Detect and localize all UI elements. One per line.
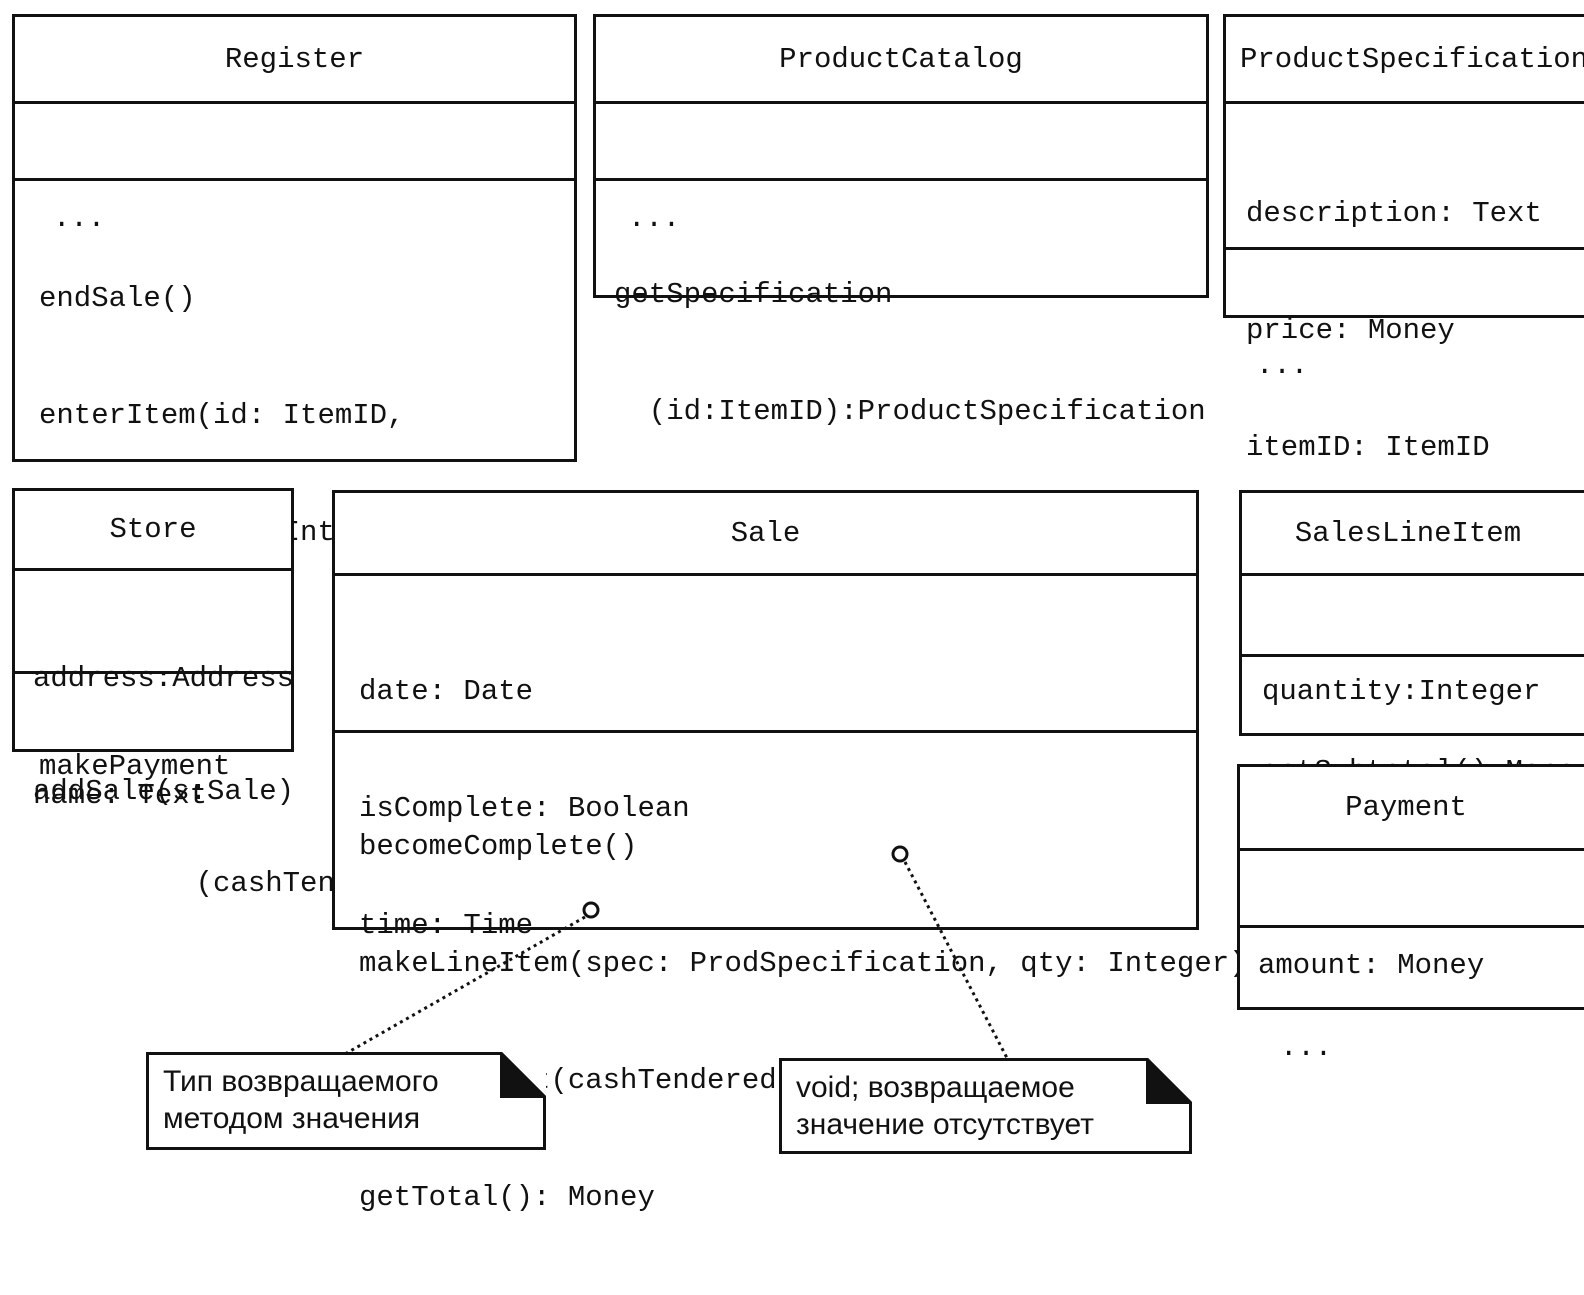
note-line: void; возвращаемое [796, 1071, 1075, 1104]
attribute: time: Time [359, 909, 534, 942]
operation-section: ... [1240, 928, 1584, 1145]
operation: enterItem(id: ItemID, [39, 399, 405, 432]
attribute: price: Money [1246, 314, 1455, 347]
attribute: isComplete: Boolean [359, 792, 690, 825]
attribute: address:Address [33, 662, 295, 695]
operation: getTotal(): Money [359, 1181, 655, 1214]
attribute: description: Text [1246, 197, 1542, 230]
class-store: Store address:Address name: Text addSale… [12, 488, 294, 812]
operation: ... [1256, 349, 1309, 382]
operation-section: addSale(s:Sale) [15, 674, 295, 889]
anchor-circle-void [891, 845, 909, 863]
attribute: name: Text [33, 779, 208, 812]
note-line: методом значения [163, 1102, 421, 1135]
attribute-section: description: Text price: Money itemID: I… [1226, 104, 1584, 464]
operation: ... [1280, 1031, 1333, 1064]
note-return-type: Тип возвращаемого методом значения [146, 1052, 546, 1150]
operation: endSale() [39, 282, 196, 315]
note-connectors [344, 845, 1009, 1059]
operation-section: ... [1226, 250, 1584, 463]
operation: getSpecification [614, 278, 893, 311]
attribute-section: quantity:Integer [1242, 576, 1584, 708]
attribute-section: ... [15, 104, 574, 235]
connector-void [903, 861, 1009, 1059]
note-void: void; возвращаемое значение отсутствует [779, 1058, 1192, 1154]
class-name: SalesLineItem [1242, 493, 1584, 576]
class-name: Store [15, 491, 291, 571]
class-name: ProductCatalog [596, 17, 1206, 104]
attribute-section: address:Address name: Text [15, 571, 294, 812]
class-name: Register [15, 17, 574, 104]
class-name: Payment [1240, 767, 1584, 851]
attribute-section: amount: Money [1240, 851, 1584, 982]
class-name: ProductSpecification [1226, 17, 1584, 104]
attribute: amount: Money [1258, 949, 1485, 982]
class-product-specification: ProductSpecification description: Text p… [1223, 14, 1584, 464]
operation: becomeComplete() [359, 830, 638, 863]
note-line: значение отсутствует [796, 1108, 1094, 1141]
attribute: itemID: ItemID [1246, 431, 1490, 464]
anchor-circle-return-type [582, 901, 600, 919]
attribute: ... [53, 202, 106, 235]
operation: addSale(s:Sale) [33, 775, 295, 808]
note-fold-corner [1146, 1058, 1192, 1104]
operation: makePayment [39, 750, 231, 783]
note-fold-corner [500, 1052, 546, 1098]
class-payment: Payment amount: Money ... [1237, 764, 1584, 1064]
attribute: date: Date [359, 675, 534, 708]
class-sales-line-item: SalesLineItem quantity:Integer getSubtot… [1239, 490, 1584, 788]
operation: (id:ItemID):ProductSpecification [614, 395, 1206, 428]
class-name: Sale [335, 493, 1196, 576]
attribute-section: date: Date isComplete: Boolean time: Tim… [335, 576, 1196, 942]
attribute: ... [628, 202, 681, 235]
attribute: quantity:Integer [1262, 675, 1541, 708]
attribute-section: ... [596, 104, 1206, 235]
note-line: Тип возвращаемого [163, 1065, 439, 1098]
class-product-catalog: ProductCatalog ... getSpecification (id:… [593, 14, 1209, 428]
connector-return-type [344, 915, 586, 1056]
operation-section: getSpecification (id:ItemID):ProductSpec… [596, 181, 1206, 509]
